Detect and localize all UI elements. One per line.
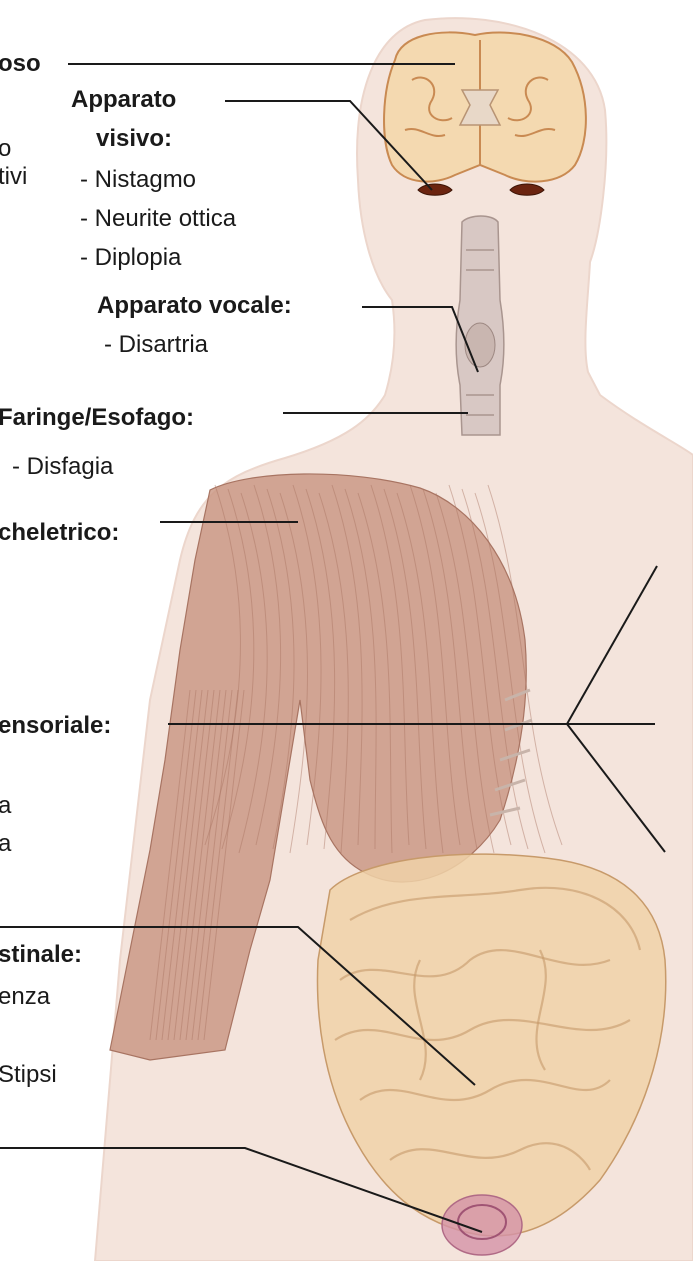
label-gastro-line1: enza [0,983,50,1011]
label-vocale-head: Apparato vocale: [97,292,292,320]
label-faringe-head: Faringe/Esofago: [0,404,194,432]
label-visivo-item3: - Diplopia [80,244,181,272]
larynx-icon [456,216,504,435]
label-nervoso-line1: o [0,135,11,163]
label-nervoso-line2: tivi [0,163,27,191]
label-sensoriale-line2: a [0,830,11,858]
label-visivo-item2: - Neurite ottica [80,205,236,233]
label-gastro-line2: Stipsi [0,1061,57,1089]
label-visivo-item1: - Nistagmo [80,166,196,194]
label-vocale-item1: - Disartria [104,331,208,359]
rectum-icon [442,1195,522,1255]
label-sensoriale-line1: a [0,792,11,820]
label-nervoso-head: oso [0,50,41,78]
label-visivo-head-1: Apparato [71,86,176,114]
label-gastro-head: stinale: [0,941,82,969]
label-muscolo-head: cheletrico: [0,519,119,547]
label-visivo-head-2: visivo: [96,125,172,153]
label-sensoriale-head: ensoriale: [0,712,111,740]
label-faringe-item1: - Disfagia [12,453,113,481]
brain-icon [384,32,586,181]
